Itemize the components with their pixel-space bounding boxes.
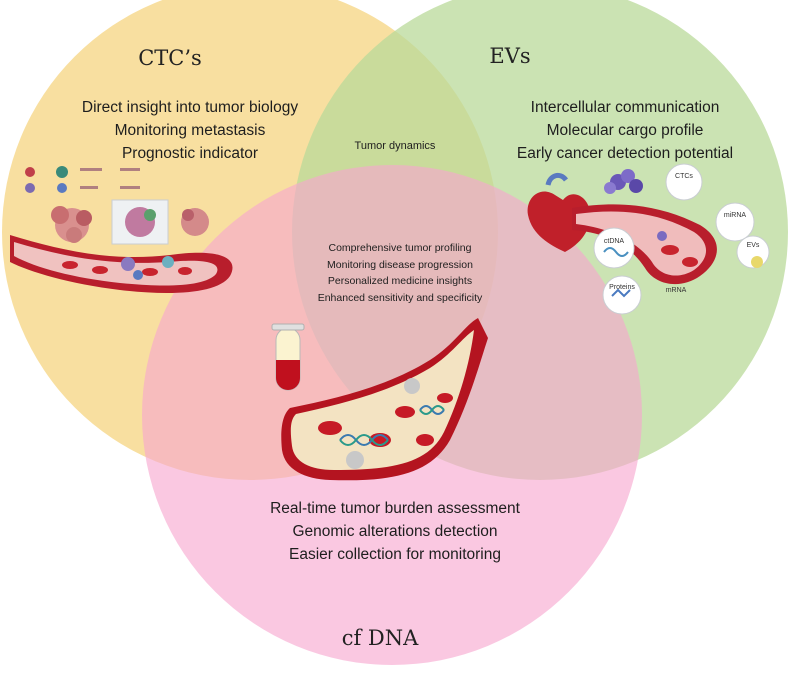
ctc-title: CTC’s [138, 46, 202, 70]
overlap-point: Monitoring disease progression [327, 258, 473, 271]
evs-point: Early cancer detection potential [516, 145, 734, 162]
ctc-evs-overlap-label: Tumor dynamics [354, 140, 436, 152]
ctc-illustration [10, 166, 233, 294]
biomarker-bubbles [593, 163, 770, 315]
ctc-point: Prognostic indicator [121, 145, 259, 162]
cfdna-point: Real-time tumor burden assessment [270, 500, 520, 517]
evs-points: Intercellular communication Molecular ca… [480, 96, 770, 165]
overlap-point: Personalized medicine insights [327, 275, 473, 287]
vessel-dna-icon [281, 318, 488, 481]
evs-point: Molecular cargo profile [546, 122, 704, 139]
ev-label-proteins: Proteins [609, 284, 635, 291]
evs-title: EVs [489, 44, 531, 68]
cfdna-illustration [271, 318, 488, 481]
ev-label-mirna: miRNA [724, 212, 746, 219]
ev-cluster-icon [604, 169, 643, 194]
tumor-cluster-icon [51, 199, 209, 245]
evs-point: Intercellular communication [530, 99, 720, 116]
overlap-point: Enhanced sensitivity and specificity [317, 291, 483, 304]
ev-label-ctcs: CTCs [675, 173, 693, 180]
ctc-points: Direct insight into tumor biology Monito… [50, 96, 330, 165]
cfdna-title: cf DNA [341, 626, 419, 650]
blood-tube-icon [271, 323, 305, 391]
ctc-point: Monitoring metastasis [114, 122, 266, 139]
cfdna-points: Real-time tumor burden assessment Genomi… [220, 497, 570, 566]
cfdna-point: Genomic alterations detection [292, 523, 498, 540]
vessel-with-evs-icon [572, 204, 717, 285]
cell-legend-icon [25, 166, 140, 193]
blood-vessel-icon [10, 235, 233, 294]
overlap-point: Comprehensive tumor profiling [328, 242, 472, 254]
heart-icon [527, 172, 591, 252]
ev-label-evs: EVs [747, 242, 760, 249]
all-three-overlap: Comprehensive tumor profiling Monitoring… [290, 240, 510, 306]
evs-illustration: CTCs miRNA ctDNA EVs Proteins mRNA [527, 163, 770, 315]
cfdna-point: Easier collection for monitoring [289, 546, 501, 563]
ev-label-mrna: mRNA [666, 287, 687, 294]
ev-label-ctdna: ctDNA [604, 238, 625, 245]
ctc-point: Direct insight into tumor biology [81, 99, 299, 116]
